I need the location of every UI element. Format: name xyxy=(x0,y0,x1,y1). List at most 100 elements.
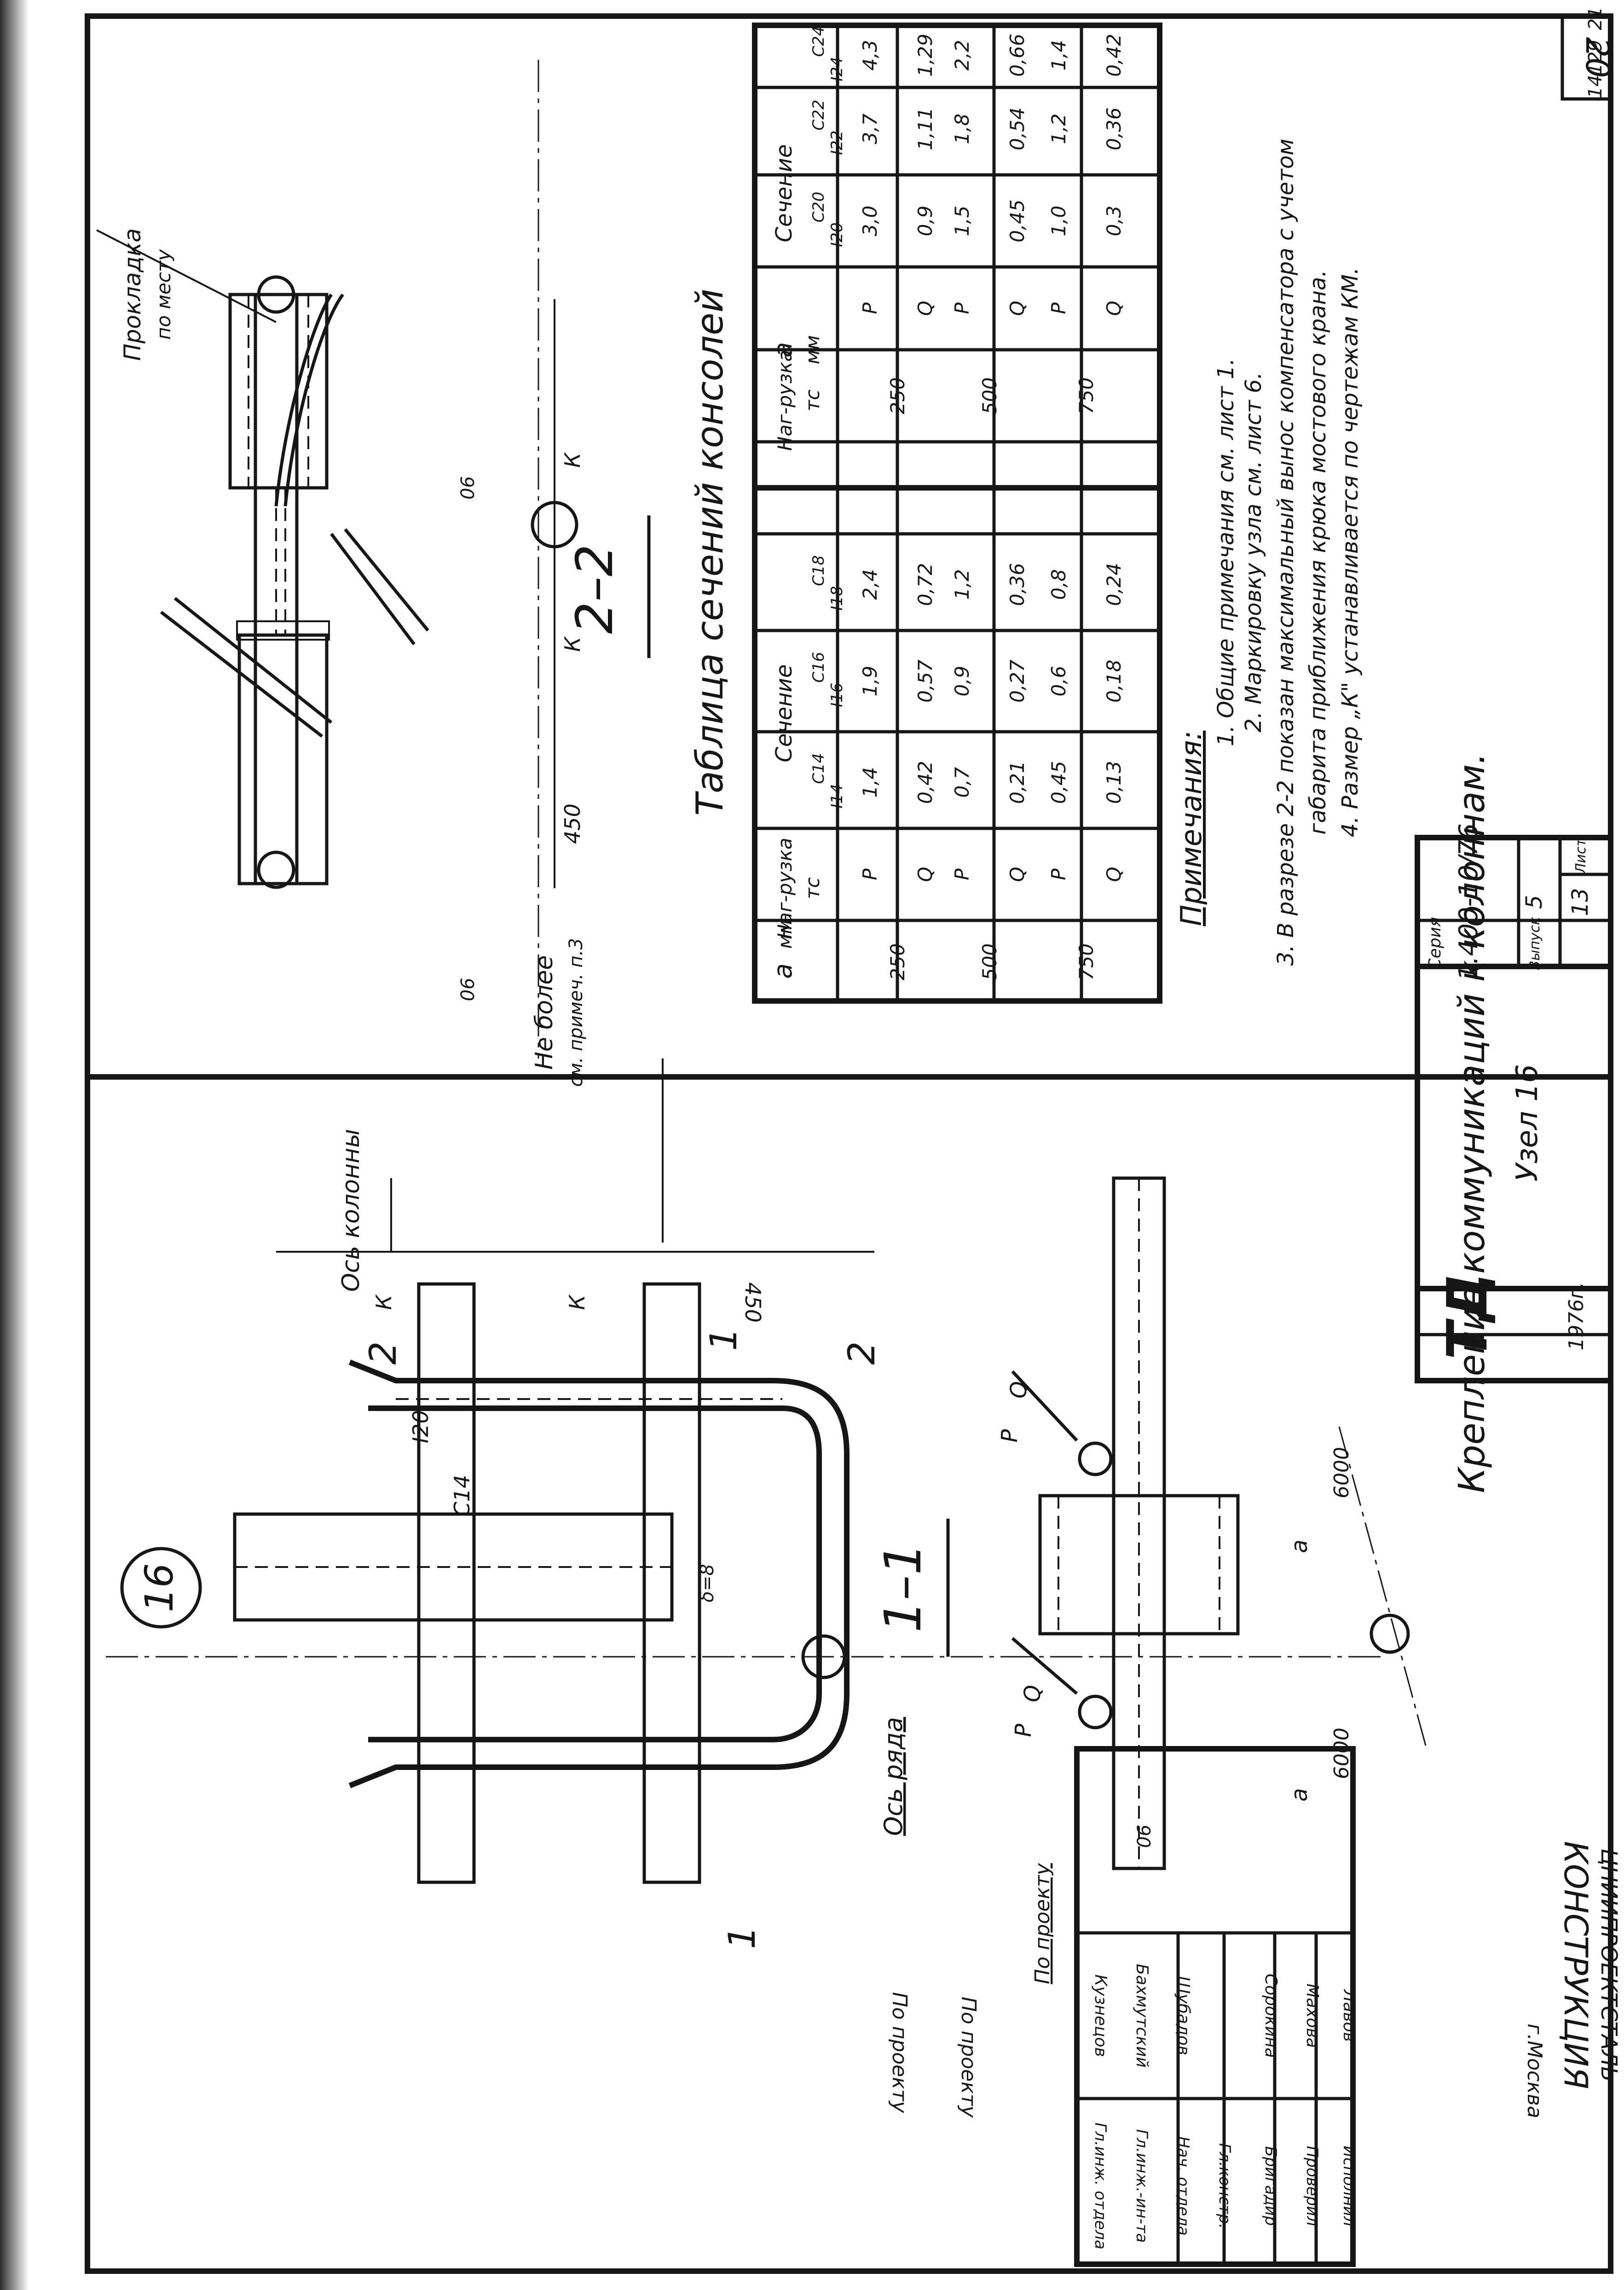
table-cell-a-right: 250 xyxy=(886,377,909,414)
table-cell-load-right: Q xyxy=(1103,301,1125,316)
table-cell-value-right: 0,54 xyxy=(1006,107,1029,150)
table-cell-load-right: Q xyxy=(914,301,936,316)
table-cell-load-right: Q xyxy=(1006,301,1029,316)
table-cell-value-right: 3,0 xyxy=(859,206,881,237)
table-cell-a-right: 750 xyxy=(1075,377,1098,414)
table-cell-value-right: 4,3 xyxy=(859,40,881,71)
profile-c-right: C22 xyxy=(809,99,828,130)
table-cell-value-right: 0,66 xyxy=(1006,34,1029,77)
note-line: 2. Маркировку узла см. лист 6. xyxy=(1241,372,1266,733)
title-subtitle: Узел 16 xyxy=(1510,1064,1544,1181)
table-cell-value: 0,21 xyxy=(1006,761,1029,804)
dim-06-left: 06 xyxy=(457,978,479,1001)
section-1-1-axis-bubble xyxy=(1370,1613,1410,1654)
stamp-org-3: г.Москва xyxy=(1523,2024,1546,2118)
archive-number: 14129 xyxy=(1585,40,1606,98)
stamp-name: Кузнецов xyxy=(1091,1974,1110,2057)
dim-a-right: a xyxy=(1287,1539,1312,1553)
profile-i-right: I24 xyxy=(828,57,846,81)
table-cell-value: 0,72 xyxy=(914,563,936,606)
notes-heading: Примечания: xyxy=(1174,731,1208,926)
not-more-sublabel: см. примеч. п.3 xyxy=(566,938,587,1087)
table-cell-a-right: 500 xyxy=(978,377,1001,414)
table-cell-value: 1,9 xyxy=(859,666,881,697)
scan-edge xyxy=(0,0,28,2290)
table-cell-value: 1,4 xyxy=(859,767,881,798)
node-circle xyxy=(120,1547,202,1629)
table-cell-load: P xyxy=(859,868,881,880)
table-cell-value-right: 0,3 xyxy=(1103,206,1125,237)
by-project-section: По проекту xyxy=(1031,1863,1054,1984)
table-cell-load-right: P xyxy=(859,302,881,314)
dim-6000-right: 6000 xyxy=(1330,1447,1353,1498)
table-cell-value-right: 1,0 xyxy=(1047,206,1070,237)
table-cell-value: 0,27 xyxy=(1006,659,1029,703)
title-block xyxy=(1415,835,1613,1383)
stamp-org-1: ЦНИИПРОЕКТСТАЛЬ xyxy=(1596,1849,1622,2082)
issue-label: Выпуск xyxy=(1527,917,1543,970)
cut-mark-1-left: 1 xyxy=(721,1926,763,1949)
section-2-2-drawing: 2–2 К К 450 06 06 Прокладка по м xyxy=(96,60,651,1292)
table-cell-a: 500 xyxy=(978,943,1001,980)
profile-c-left: C14 xyxy=(809,753,828,784)
plan-dim-450: 450 xyxy=(740,1282,765,1323)
series-value: 1.400-10/76 xyxy=(1454,823,1484,981)
table-cell-load-right: P xyxy=(951,302,973,314)
plan-view-drawing: 16 I20 C14 δ=8 2 2 1 1 К К 450 Ось ряда … xyxy=(106,1058,1381,2118)
table-header-a-unit: мм xyxy=(774,919,796,948)
stamp-role: Бригадир xyxy=(1261,2146,1280,2226)
table-cell-value-right: 0,42 xyxy=(1103,34,1125,77)
table-cell-value-right: 1,5 xyxy=(951,206,973,237)
label-i20: I20 xyxy=(408,1410,433,1443)
pad-sublabel: по месту xyxy=(152,249,175,340)
profile-c-right: C24 xyxy=(809,26,828,57)
stamp-role: Проверил xyxy=(1303,2146,1321,2226)
row-axis-label: Ось ряда xyxy=(879,1717,908,1836)
title-year: 1976г. xyxy=(1565,1282,1588,1350)
stamp-role: Гл.констр. xyxy=(1215,2143,1234,2229)
dim-k-left: К xyxy=(560,636,585,652)
sections-table xyxy=(752,23,1162,1004)
table-cell-a: 250 xyxy=(886,943,909,980)
profile-c-left: C18 xyxy=(809,555,828,586)
title-logo: ТД xyxy=(1436,1273,1500,1360)
table-cell-value-right: 0,45 xyxy=(1006,199,1029,243)
stamp-role: Гл.инж. отдела xyxy=(1091,2122,1110,2250)
not-more-label: Не более xyxy=(531,955,558,1070)
label-c14: C14 xyxy=(450,1475,474,1517)
table-cell-load: Q xyxy=(914,867,936,882)
load-q-right: Q xyxy=(1006,1381,1032,1399)
table-header-a: a xyxy=(768,963,798,979)
plan-dim-k2: К xyxy=(565,1294,589,1310)
section-mark-2-bottom: 2 xyxy=(840,1342,883,1365)
table-cell-value: 0,18 xyxy=(1103,659,1125,703)
dim-a-left: a xyxy=(1287,1788,1312,1801)
dim-06: 06 xyxy=(1134,1825,1155,1848)
table-cell-value-right: 1,29 xyxy=(914,34,936,77)
dim-06-right: 06 xyxy=(457,476,479,500)
stamp-org-2: КОНСТРУКЦИЯ xyxy=(1557,1841,1595,2089)
stamp-role: Исполнил xyxy=(1340,2146,1358,2226)
dim-6000-left: 6000 xyxy=(1330,1728,1353,1779)
table-cell-value-right: 1,8 xyxy=(951,114,973,145)
table-cell-value: 0,6 xyxy=(1047,666,1070,697)
table-cell-value: 0,45 xyxy=(1047,761,1070,804)
approval-stamp: ЦНИИПРОЕКТСТАЛЬ КОНСТРУКЦИЯ г.Москва Гл.… xyxy=(1074,1746,1622,2267)
table-cell-value: 0,9 xyxy=(951,666,973,697)
table-header-load: Наг-рузка xyxy=(774,838,796,939)
table-cell-value: 0,36 xyxy=(1006,563,1029,606)
table-header-a-right: a xyxy=(768,342,798,358)
table-cell-value: 2,4 xyxy=(859,569,881,600)
note-line: 4. Размер „К" устанавливается по чертежа… xyxy=(1337,267,1363,837)
table-title: Таблица сечений консолей xyxy=(688,289,731,816)
profile-i-right: I22 xyxy=(828,130,846,155)
profile-i-left: I14 xyxy=(828,784,846,808)
table-cell-a: 750 xyxy=(1075,943,1098,980)
table-header-load-right: Наг-рузка xyxy=(774,350,796,451)
table-header-section: Сечение xyxy=(771,664,797,762)
table-cell-value: 0,8 xyxy=(1047,569,1070,600)
load-p-right: P xyxy=(997,1429,1023,1442)
by-project-1: По проекту xyxy=(888,1992,911,2114)
profile-i-right: I20 xyxy=(828,222,846,247)
